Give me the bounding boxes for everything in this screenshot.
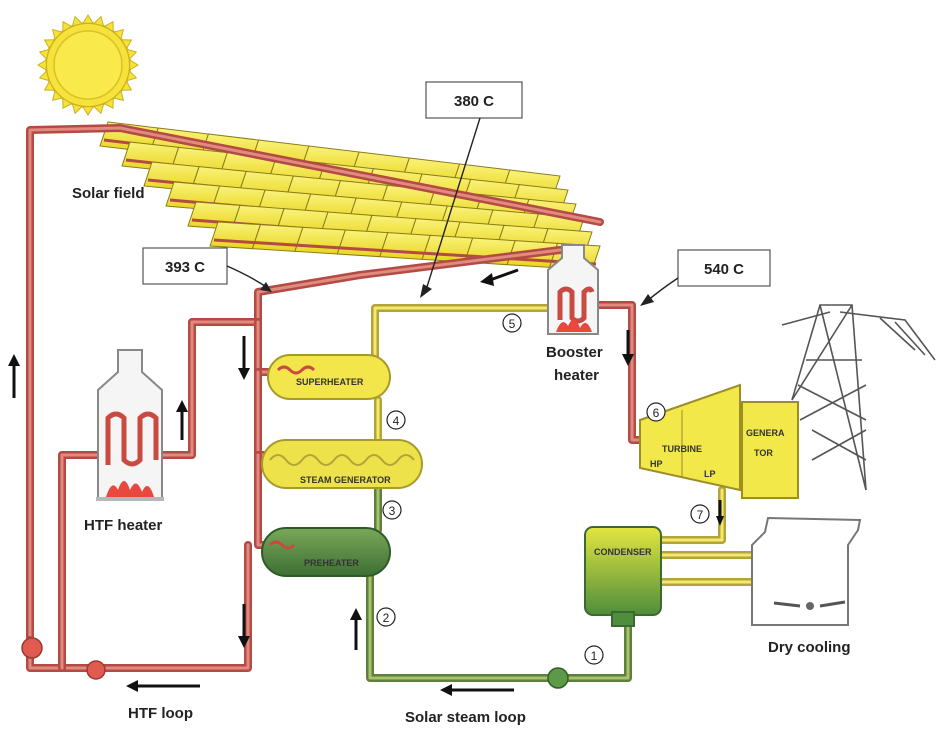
sun-ray bbox=[71, 15, 84, 27]
svg-text:7: 7 bbox=[697, 508, 704, 522]
sun-ray bbox=[43, 39, 56, 50]
state-point-markers: 1 2 3 4 5 6 7 bbox=[376, 313, 710, 665]
mirror-panel bbox=[251, 224, 304, 252]
turbine-hp-label: HP bbox=[650, 459, 663, 469]
state-point-4: 4 bbox=[386, 410, 406, 430]
sun-ray bbox=[37, 59, 47, 71]
sun-ray bbox=[92, 103, 105, 115]
state-point-2: 2 bbox=[376, 607, 396, 627]
turbine bbox=[639, 383, 741, 492]
sun-ray bbox=[82, 106, 94, 116]
htf-heater-icon bbox=[96, 349, 164, 501]
temp-callout-393: 393 C bbox=[142, 247, 272, 292]
temp-callout-540: 540 C bbox=[640, 249, 771, 306]
water-pipes bbox=[366, 474, 632, 682]
svg-text:6: 6 bbox=[653, 406, 660, 420]
mirror-panel bbox=[209, 221, 262, 250]
superheater-label: SUPERHEATER bbox=[296, 377, 364, 387]
htf-heater-label: HTF heater bbox=[84, 517, 163, 534]
sun-ray bbox=[38, 69, 50, 82]
up-arrow-icon bbox=[8, 354, 20, 398]
sun-ray bbox=[103, 97, 114, 110]
left-arrow-icon bbox=[480, 268, 519, 286]
generator bbox=[741, 401, 799, 499]
down-arrow-icon bbox=[238, 336, 250, 380]
sun-ray bbox=[112, 89, 125, 102]
steam-loop-pump-icon bbox=[547, 667, 569, 689]
sun-ray bbox=[38, 48, 50, 61]
htf-pump-icon bbox=[21, 637, 106, 680]
temp-540-label: 540 C bbox=[704, 261, 744, 278]
sun-icon bbox=[45, 22, 131, 108]
flow-arrows bbox=[8, 268, 724, 696]
state-point-5: 5 bbox=[502, 313, 522, 333]
preheater bbox=[261, 527, 391, 577]
state-point-3: 3 bbox=[382, 500, 402, 520]
mirror-panel bbox=[294, 226, 347, 255]
dry-cooling-label: Dry cooling bbox=[768, 639, 851, 656]
state-point-7: 7 bbox=[690, 504, 710, 524]
down-arrow-icon bbox=[622, 330, 634, 366]
left-arrow-icon bbox=[440, 684, 514, 696]
sun-rays bbox=[37, 14, 139, 116]
up-arrow-icon bbox=[176, 400, 188, 440]
htf-loop-label: HTF loop bbox=[128, 705, 193, 722]
sun-ray bbox=[126, 48, 138, 61]
sun-ray bbox=[43, 80, 56, 91]
mirror-panel bbox=[379, 232, 431, 260]
left-arrow-icon bbox=[126, 680, 200, 692]
svg-text:4: 4 bbox=[393, 414, 400, 428]
turbine-label: TURBINE bbox=[662, 444, 702, 454]
transmission-tower-icon bbox=[781, 304, 936, 491]
svg-text:5: 5 bbox=[509, 317, 516, 331]
sun-ray bbox=[82, 14, 94, 24]
superheater bbox=[267, 354, 391, 400]
sun-ray bbox=[120, 39, 133, 50]
booster-heater-label-1: Booster bbox=[546, 344, 603, 361]
down-arrow-icon bbox=[716, 500, 724, 526]
sun-ray bbox=[103, 20, 114, 33]
steam-generator-label: STEAM GENERATOR bbox=[300, 475, 391, 485]
solar-steam-loop-label: Solar steam loop bbox=[405, 709, 526, 726]
temp-393-label: 393 C bbox=[165, 259, 205, 276]
svg-text:1: 1 bbox=[591, 649, 598, 663]
down-arrow-icon bbox=[238, 604, 250, 648]
generator-label-2: TOR bbox=[754, 448, 773, 458]
sun-ray bbox=[112, 28, 125, 41]
sun-ray bbox=[62, 20, 73, 33]
mirror-panel bbox=[336, 229, 389, 258]
sun-ray bbox=[51, 89, 64, 102]
sun-ray bbox=[126, 69, 138, 82]
turbine-lp-label: LP bbox=[704, 469, 716, 479]
up-arrow-icon bbox=[350, 608, 362, 650]
sun-ray bbox=[51, 28, 64, 41]
state-point-1: 1 bbox=[584, 645, 604, 665]
temp-380-label: 380 C bbox=[454, 93, 494, 110]
solar-field-label: Solar field bbox=[72, 185, 145, 202]
state-point-6: 6 bbox=[646, 402, 666, 422]
sun-ray bbox=[129, 59, 139, 71]
condenser-label: CONDENSER bbox=[594, 547, 652, 557]
svg-text:3: 3 bbox=[389, 504, 396, 518]
sun-ray bbox=[71, 103, 84, 115]
sun-ray bbox=[92, 15, 105, 27]
booster-heater-icon bbox=[547, 244, 599, 335]
sun-ray bbox=[62, 97, 73, 110]
preheater-label: PREHEATER bbox=[304, 558, 359, 568]
temp-callout-380: 380 C bbox=[420, 81, 523, 298]
condenser bbox=[584, 526, 662, 627]
sun-ray bbox=[120, 80, 133, 91]
receiver-tube bbox=[213, 238, 597, 266]
booster-heater-label-2: heater bbox=[554, 367, 599, 384]
steam-generator bbox=[261, 439, 423, 489]
dry-cooling-unit bbox=[751, 516, 862, 626]
svg-text:2: 2 bbox=[383, 611, 390, 625]
generator-label-1: GENERA bbox=[746, 428, 785, 438]
